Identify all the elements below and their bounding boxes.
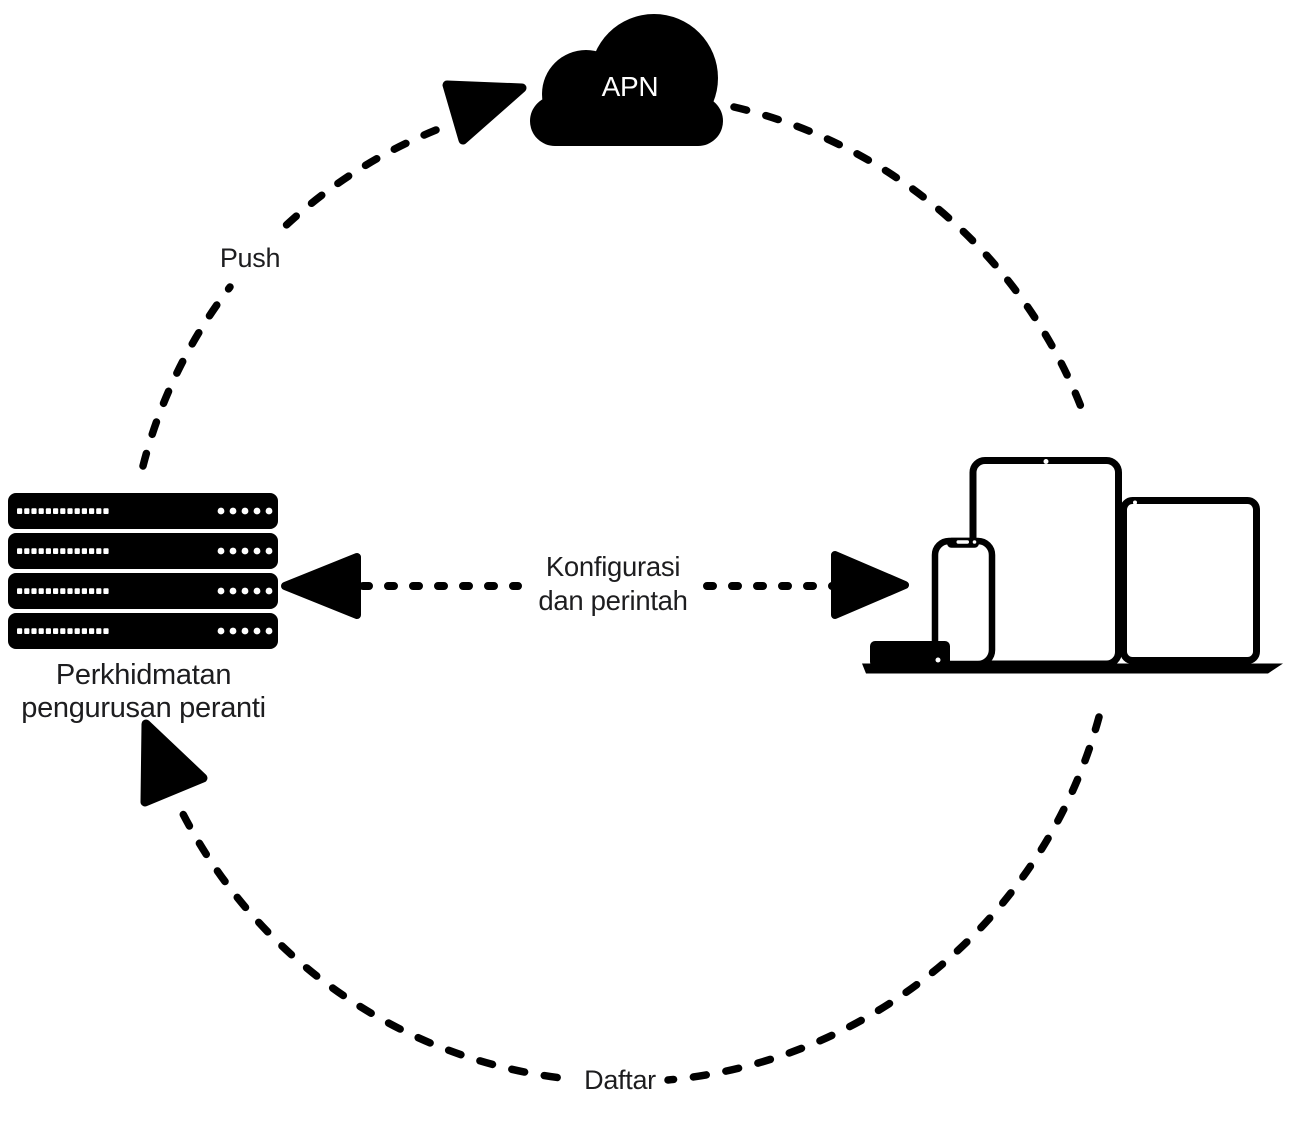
apn-arrowhead-icon — [442, 80, 527, 145]
cloud-icon — [530, 14, 723, 146]
arc-server-to-push — [139, 283, 234, 470]
server-rack-icon — [8, 493, 278, 649]
server-label-line1: Perkhidmatan — [55, 659, 232, 691]
server-label: Perkhidmatan pengurusan peranti — [0, 659, 287, 725]
flow-arrowheads — [140, 80, 527, 807]
arc-apn-to-devices — [730, 103, 1087, 416]
arc-daftar-to-server — [178, 808, 574, 1083]
server-label-line2: pengurusan peranti — [21, 692, 266, 724]
arc-devices-to-daftar — [664, 713, 1103, 1084]
macbook-camera-dot — [1133, 500, 1137, 505]
config-arrow — [281, 551, 909, 619]
config-commands-label-line1: Konfigurasi — [545, 551, 681, 582]
arc-push-to-apn — [276, 126, 440, 235]
push-edge-label: Push — [219, 243, 281, 273]
iphone-speaker — [956, 540, 969, 544]
apple-tv-icon — [870, 641, 950, 667]
register-edge-label: Daftar — [584, 1065, 656, 1095]
flow-circle — [139, 103, 1103, 1084]
devices-icon — [862, 457, 1283, 674]
config-arrowhead-left-icon — [281, 553, 361, 619]
macbook-icon — [1120, 497, 1260, 664]
apple-tv-led-dot — [935, 657, 941, 663]
config-commands-label-line2: dan perintah — [538, 585, 688, 616]
config-commands-label: Konfigurasi dan perintah — [488, 550, 738, 618]
iphone-camera-dot — [972, 540, 977, 544]
ipad-camera-dot — [1043, 459, 1049, 464]
apn-label: APN — [601, 71, 659, 102]
config-arrowhead-right-icon — [831, 551, 909, 619]
server-arrowhead-icon — [140, 719, 208, 807]
devices-baseline — [862, 663, 1283, 674]
